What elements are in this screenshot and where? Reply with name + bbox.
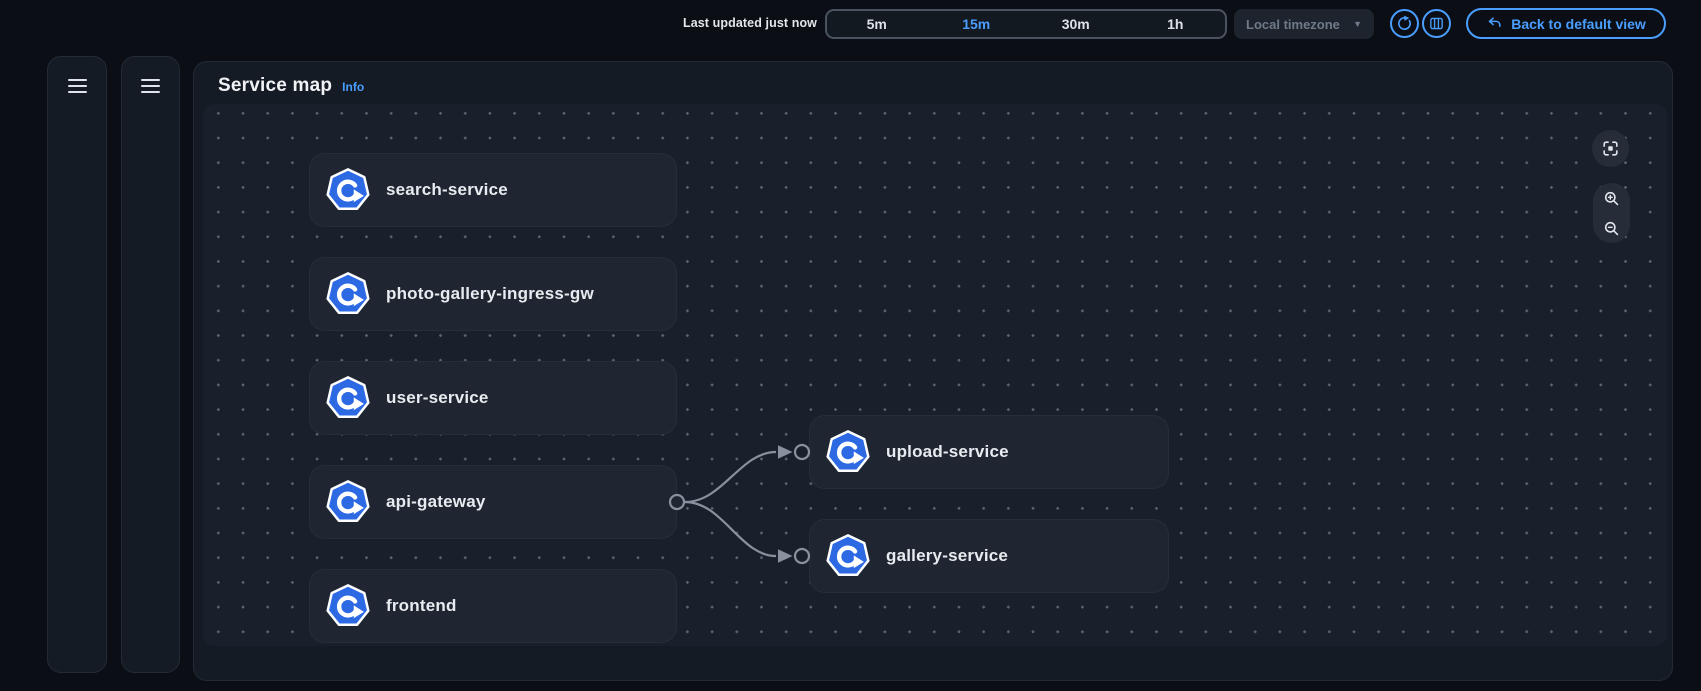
service-node-label: user-service (386, 388, 489, 407)
fit-to-screen-icon (1603, 141, 1618, 156)
time-range-selector: 5m 15m 30m 1h (825, 9, 1227, 39)
service-node-label: search-service (386, 180, 508, 199)
time-range-5m[interactable]: 5m (827, 11, 927, 37)
kubernetes-service-icon (326, 480, 370, 523)
info-link[interactable]: Info (342, 80, 365, 94)
service-node-gallery-service[interactable]: gallery-service (809, 519, 1169, 593)
back-to-default-view-button[interactable]: Back to default view (1466, 8, 1666, 39)
service-node-api-gateway[interactable]: api-gateway (309, 465, 677, 539)
service-node-label: gallery-service (886, 546, 1009, 565)
timezone-label: Local timezone (1246, 16, 1340, 32)
refresh-button[interactable] (1390, 9, 1419, 38)
topbar: Last updated just now 5m 15m 30m 1h Loca… (0, 0, 1701, 47)
map-legend-button[interactable] (1422, 9, 1451, 38)
service-node-user-service[interactable]: user-service (309, 361, 677, 435)
fit-to-screen-button[interactable] (1592, 130, 1629, 167)
edge-api-gateway-to-gallery-service (684, 500, 777, 558)
last-updated-text: Last updated just now (682, 16, 817, 30)
service-node-upload-service[interactable]: upload-service (809, 415, 1169, 489)
service-node-search-service[interactable]: search-service (309, 153, 677, 227)
zoom-in-button[interactable] (1593, 183, 1630, 213)
zoom-out-button[interactable] (1593, 213, 1630, 243)
time-range-15m[interactable]: 15m (927, 11, 1027, 37)
kubernetes-service-icon (826, 430, 870, 473)
page-title: Service map (218, 75, 333, 96)
left-rail-secondary (121, 56, 180, 673)
kubernetes-service-icon (326, 376, 370, 419)
undo-arrow-icon (1488, 17, 1501, 27)
time-range-30m[interactable]: 30m (1026, 11, 1126, 37)
menu-toggle-button[interactable] (48, 69, 106, 103)
service-node-label: frontend (386, 596, 457, 615)
hamburger-icon (67, 78, 87, 94)
service-map-canvas[interactable]: search-service photo-gallery-ingress-gw us… (203, 104, 1667, 646)
time-range-1h[interactable]: 1h (1126, 11, 1226, 37)
kubernetes-service-icon (826, 534, 870, 577)
edge-arrowhead (778, 549, 793, 563)
refresh-icon (1398, 15, 1411, 30)
panel-header: Service map Info (218, 75, 364, 97)
zoom-out-icon (1604, 221, 1619, 235)
service-node-frontend[interactable]: frontend (309, 569, 677, 643)
map-icon (1430, 17, 1443, 30)
kubernetes-service-icon (326, 168, 370, 211)
service-node-label: upload-service (886, 442, 1009, 461)
edge-target-port (793, 547, 811, 565)
edge-target-port (793, 443, 811, 461)
hamburger-icon (141, 78, 160, 94)
service-node-label: photo-gallery-ingress-gw (386, 284, 594, 303)
service-node-label: api-gateway (386, 492, 486, 511)
chevron-down-icon: ▼ (1353, 19, 1362, 29)
kubernetes-service-icon (326, 272, 370, 315)
kubernetes-service-icon (326, 584, 370, 627)
left-rail-primary (47, 56, 107, 673)
back-to-default-view-label: Back to default view (1511, 15, 1646, 32)
menu-toggle-button-secondary[interactable] (122, 69, 179, 103)
edge-arrowhead (778, 445, 793, 459)
zoom-controls (1593, 183, 1630, 243)
service-map-panel: Service map Info search-service photo-gal… (193, 61, 1673, 681)
zoom-in-icon (1604, 191, 1619, 205)
edge-api-gateway-to-upload-service (684, 450, 777, 504)
timezone-select[interactable]: Local timezone ▼ (1234, 9, 1374, 39)
service-node-photo-gallery-ingress-gw[interactable]: photo-gallery-ingress-gw (309, 257, 677, 331)
